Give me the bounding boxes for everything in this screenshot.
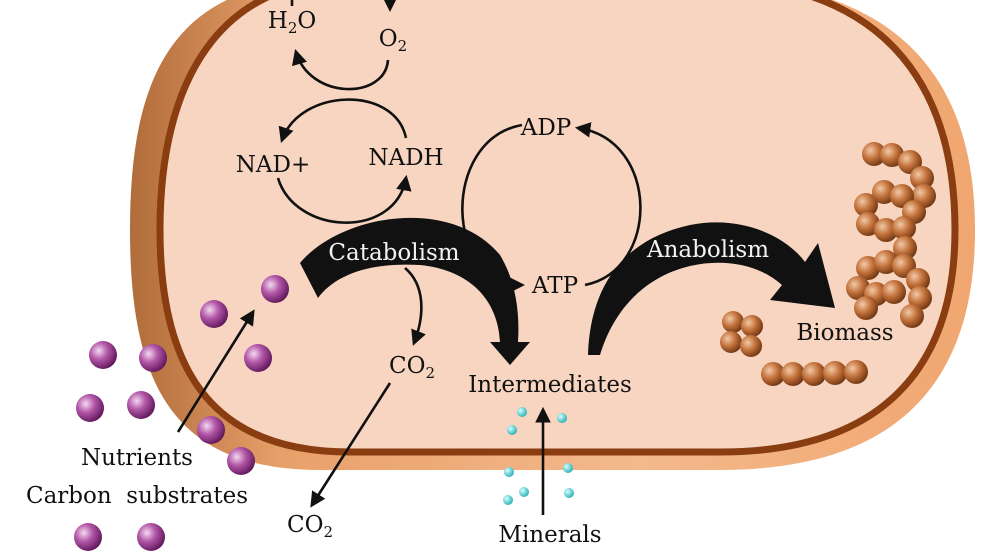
nutrient-particles (74, 275, 289, 551)
catabolism-arrow (300, 217, 530, 365)
intermediates-label: Intermediates (468, 372, 632, 398)
mineral-dot (507, 425, 517, 435)
biomass-sphere (906, 268, 930, 292)
nutrient-sphere (139, 344, 167, 372)
biomass-sphere (893, 236, 917, 260)
biomass-particles (720, 142, 936, 386)
biomass-sphere (823, 361, 847, 385)
biomass-sphere (872, 180, 896, 204)
top-arrow-stub-right (384, 0, 396, 12)
nad-to-nadh-arrow (276, 174, 412, 224)
nutrient-sphere (227, 447, 255, 475)
minerals-label: Minerals (498, 522, 601, 548)
biomass-sphere (844, 360, 868, 384)
biomass-sphere (741, 315, 763, 337)
biomass-sphere (802, 362, 826, 386)
nutrients-label: Nutrients (81, 445, 193, 471)
anabolism-label: Anabolism (646, 237, 769, 263)
biomass-sphere (862, 142, 886, 166)
biomass-label: Biomass (796, 320, 893, 346)
nutrient-sphere (261, 275, 289, 303)
nadh-label: NADH (368, 145, 443, 171)
biomass-sphere (874, 250, 898, 274)
adp-label: ADP (520, 115, 572, 141)
mineral-dot (563, 463, 573, 473)
atp-label: ATP (531, 273, 578, 299)
nutrient-sphere (137, 523, 165, 551)
nutrient-sphere (244, 344, 272, 372)
biomass-sphere (880, 143, 904, 167)
mineral-dot (564, 488, 574, 498)
mineral-particles (503, 407, 574, 505)
biomass-sphere (910, 166, 934, 190)
biomass-sphere (908, 286, 932, 310)
atp-to-adp-arrow (574, 122, 642, 287)
co2-outer-label: CO2 (287, 512, 333, 541)
biomass-sphere (781, 362, 805, 386)
nad-label: NAD+ (236, 152, 310, 178)
nutrient-sphere (74, 523, 102, 551)
biomass-sphere (720, 331, 742, 353)
biomass-sphere (854, 296, 878, 320)
nutrient-sphere (197, 416, 225, 444)
biomass-sphere (761, 362, 785, 386)
biomass-sphere (892, 216, 916, 240)
catabolism-label: Catabolism (328, 240, 459, 266)
biomass-sphere (882, 280, 906, 304)
biomass-sphere (900, 304, 924, 328)
biomass-sphere (740, 335, 762, 357)
anabolism-arrow (588, 222, 835, 355)
o2-to-h2o-arrow (292, 49, 390, 91)
mineral-dot (557, 413, 567, 423)
nutrient-sphere (200, 300, 228, 328)
nutrient-sphere (76, 394, 104, 422)
carbon-substrates-label: Carbon substrates (26, 483, 248, 509)
nadh-to-nad-arrow (278, 98, 408, 143)
co2-out-arrow (310, 382, 392, 508)
biomass-sphere (874, 218, 898, 242)
nutrient-sphere (89, 341, 117, 369)
cell (130, 0, 975, 470)
mineral-dot (519, 487, 529, 497)
biomass-sphere (854, 193, 878, 217)
nutrients-arrow (176, 309, 255, 433)
mineral-dot (503, 495, 513, 505)
nutrient-sphere (127, 391, 155, 419)
mineral-dot (504, 467, 514, 477)
biomass-sphere (722, 311, 744, 333)
catabolism-to-co2-arrow (404, 267, 426, 346)
mineral-dot (517, 407, 527, 417)
